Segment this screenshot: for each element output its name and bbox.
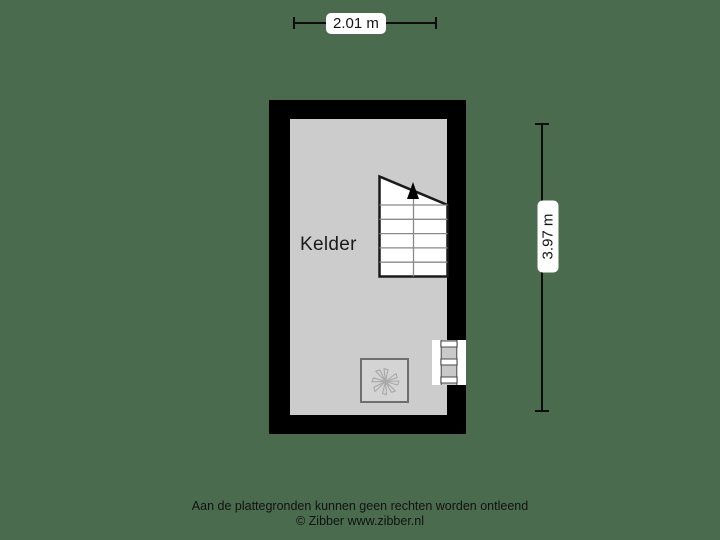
dimension-height-tick-top [535,123,549,125]
dimension-width-tick-right [435,17,437,29]
door-frame [432,340,466,385]
footer-disclaimer: Aan de plattegronden kunnen geen rechten… [0,499,720,529]
staircase-treads [378,174,449,278]
utility-unit [360,358,409,403]
stair-direction-up-arrow [407,182,419,199]
room-label-kelder: Kelder [300,234,357,255]
dimension-height-tick-bottom [535,410,549,412]
footer-line-1: Aan de plattegronden kunnen geen rechten… [191,499,529,513]
door-opening [432,340,466,385]
staircase [378,174,449,278]
dimension-width-tick-left [293,17,295,29]
basement-floorplan: Kelder [269,100,466,434]
dimension-width-label: 2.01 m [326,13,386,34]
dimension-height-label: 3.97 m [537,200,559,273]
pinwheel-icon [371,367,400,396]
dimension-width: 2.01 m [290,13,440,34]
footer-line-2: © Zibber www.zibber.nl [295,514,424,528]
dimension-height: 3.97 m [533,120,559,415]
